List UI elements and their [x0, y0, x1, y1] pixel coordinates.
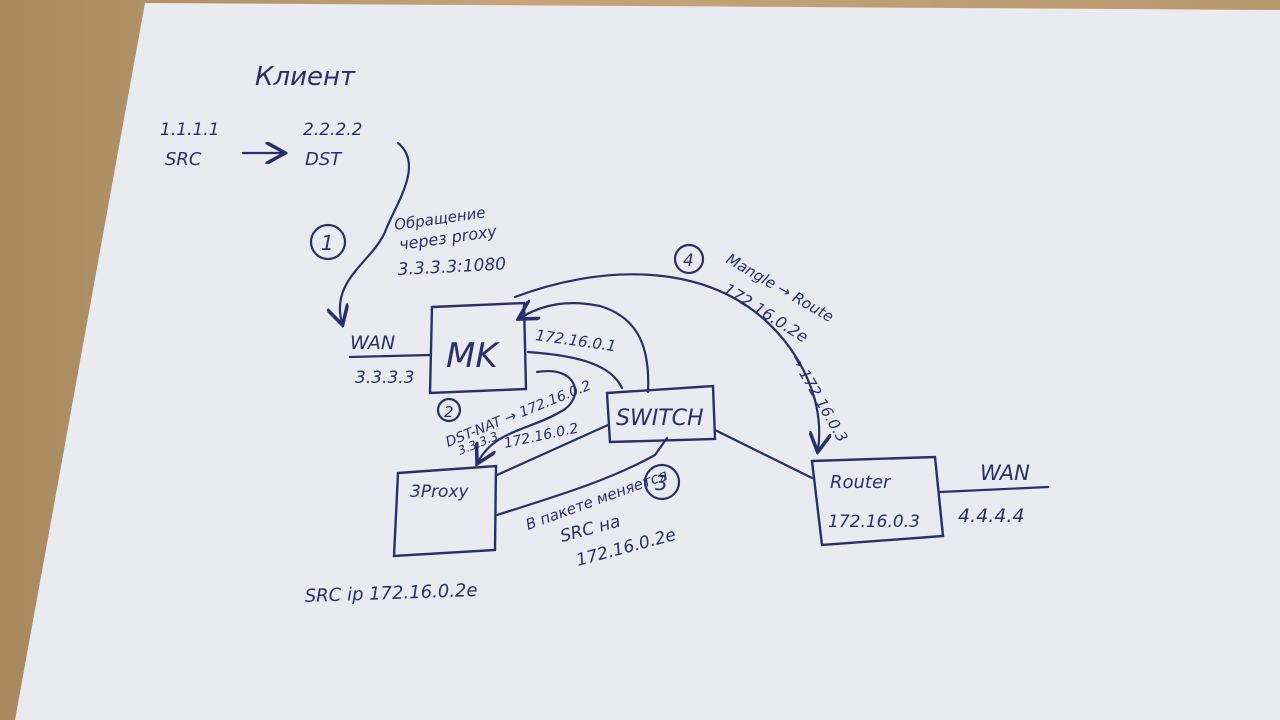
- step1-arrow: [340, 141, 411, 323]
- router-wan-ip: 4.4.4.4: [958, 505, 1024, 527]
- client-title: Клиент: [255, 62, 356, 92]
- switch-proxy-link: [495, 423, 610, 477]
- step4-arrow: [513, 273, 819, 450]
- client-dst-ip: 2.2.2.2: [303, 120, 362, 140]
- mk-box: [428, 301, 528, 395]
- proxy-box: [392, 464, 498, 558]
- proxy-label: 3Proxy: [410, 482, 470, 502]
- router-wan-line: [938, 485, 1050, 494]
- step3-num: 3: [655, 471, 668, 495]
- client-src-label: SRC: [165, 149, 202, 170]
- switch-proxy-link-lower: [495, 436, 669, 517]
- switch-mk-return-arrow: [520, 303, 650, 394]
- step1-badge: [309, 223, 347, 261]
- step1-num: 1: [321, 231, 334, 255]
- router-wan-label: WAN: [980, 461, 1030, 485]
- mk-wan-ip: 3.3.3.3: [355, 368, 414, 388]
- step2-num: 2: [444, 403, 454, 421]
- router-ip: 172.16.0.3: [828, 512, 920, 532]
- switch-router-link: [713, 428, 814, 480]
- mk-wan-label: WAN: [350, 332, 395, 354]
- switch-box: [605, 384, 717, 444]
- step2-arrow: [478, 369, 577, 462]
- step2-badge: [436, 397, 462, 423]
- client-dst-label: DST: [305, 149, 343, 170]
- step4-num: 4: [683, 251, 694, 271]
- mk-label: MK: [446, 336, 500, 376]
- step3-badge: [643, 463, 681, 501]
- mk-switch-link: [526, 350, 624, 390]
- router-label: Router: [830, 472, 892, 493]
- router-box: [810, 455, 945, 547]
- switch-label: SWITCH: [616, 406, 704, 431]
- mk-wan-line: [348, 353, 432, 359]
- step4-badge: [673, 243, 705, 275]
- client-src-ip: 1.1.1.1: [160, 120, 219, 140]
